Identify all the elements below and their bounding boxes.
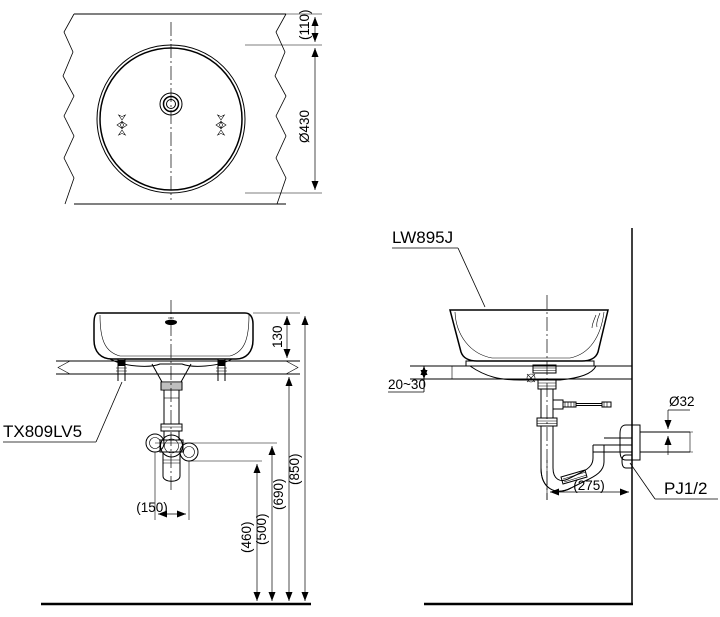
fixing-bolt-left-front xyxy=(116,359,127,381)
overflow-nipple-side xyxy=(526,373,536,383)
label-tx809lv5: TX809LV5 xyxy=(3,381,123,443)
front-elevation: TX809LV5 130 (150) xyxy=(3,300,311,606)
dimension-850: (850) xyxy=(287,316,309,601)
dimension-diameter-430: Ø430 xyxy=(297,48,319,190)
break-line-right xyxy=(274,13,287,205)
dimension-500: (500) xyxy=(155,442,277,601)
dimension-500-label: (500) xyxy=(254,513,269,545)
drain-nut-side xyxy=(532,364,557,390)
counter-break-right xyxy=(285,360,299,375)
break-line-left xyxy=(62,13,75,205)
label-lw895j-text: LW895J xyxy=(392,228,453,247)
basin-inner-line-side xyxy=(454,311,605,359)
basin-body-side xyxy=(449,309,609,362)
countertop-slab-side xyxy=(410,365,632,380)
dimension-130: 130 xyxy=(253,312,300,358)
label-tx809lv5-text: TX809LV5 xyxy=(3,422,82,441)
label-lw895j: LW895J xyxy=(392,228,486,308)
countertop-slab-front xyxy=(56,360,300,375)
dimension-110-label: (110) xyxy=(297,9,312,40)
side-elevation: LW895J 20~30 (275) xyxy=(388,228,718,606)
dimension-275: (275) xyxy=(546,460,629,500)
dimension-150: (150) xyxy=(136,452,190,520)
tailpipe-front xyxy=(160,390,183,440)
dimension-690-label: (690) xyxy=(271,478,286,510)
top-view: (110) Ø430 xyxy=(62,9,322,205)
wall-drain-fitting-side xyxy=(619,424,691,469)
dimension-20-30: 20~30 xyxy=(388,365,429,393)
dimension-275-label: (275) xyxy=(573,478,605,493)
tailpipe-side xyxy=(536,389,558,443)
dimension-diameter-32-label: Ø32 xyxy=(669,394,695,409)
basin-rim-hatch-side xyxy=(591,312,601,329)
popup-lift-rod-side xyxy=(552,399,612,410)
dimension-110: (110) xyxy=(297,9,319,42)
counter-break-left xyxy=(57,360,71,375)
basin-body-front xyxy=(93,312,254,360)
fixing-bolt-right-front xyxy=(216,359,227,381)
drain-nut-front xyxy=(160,381,183,391)
dimension-150-label: (150) xyxy=(136,500,168,515)
basin-inner-line-front xyxy=(99,314,250,357)
drain-funnel-front xyxy=(151,363,192,383)
dimension-diameter-32: Ø32 xyxy=(660,394,695,455)
dimension-diameter-430-label: Ø430 xyxy=(297,110,312,143)
dimension-690: (690) xyxy=(271,377,293,601)
countertop-outline-top xyxy=(74,13,286,205)
basin-underside-front xyxy=(109,358,233,367)
label-pj12: PJ1/2 xyxy=(629,462,718,500)
dimension-20-30-label: 20~30 xyxy=(388,377,426,392)
dimension-460-label: (460) xyxy=(239,521,254,553)
fixing-bolt-mark-right xyxy=(215,114,227,136)
dimension-460: (460) xyxy=(189,460,262,601)
dimension-130-label: 130 xyxy=(270,325,285,348)
fixing-bolt-mark-left xyxy=(116,114,128,136)
label-pj12-text: PJ1/2 xyxy=(664,479,707,498)
dimension-850-label: (850) xyxy=(287,453,302,485)
